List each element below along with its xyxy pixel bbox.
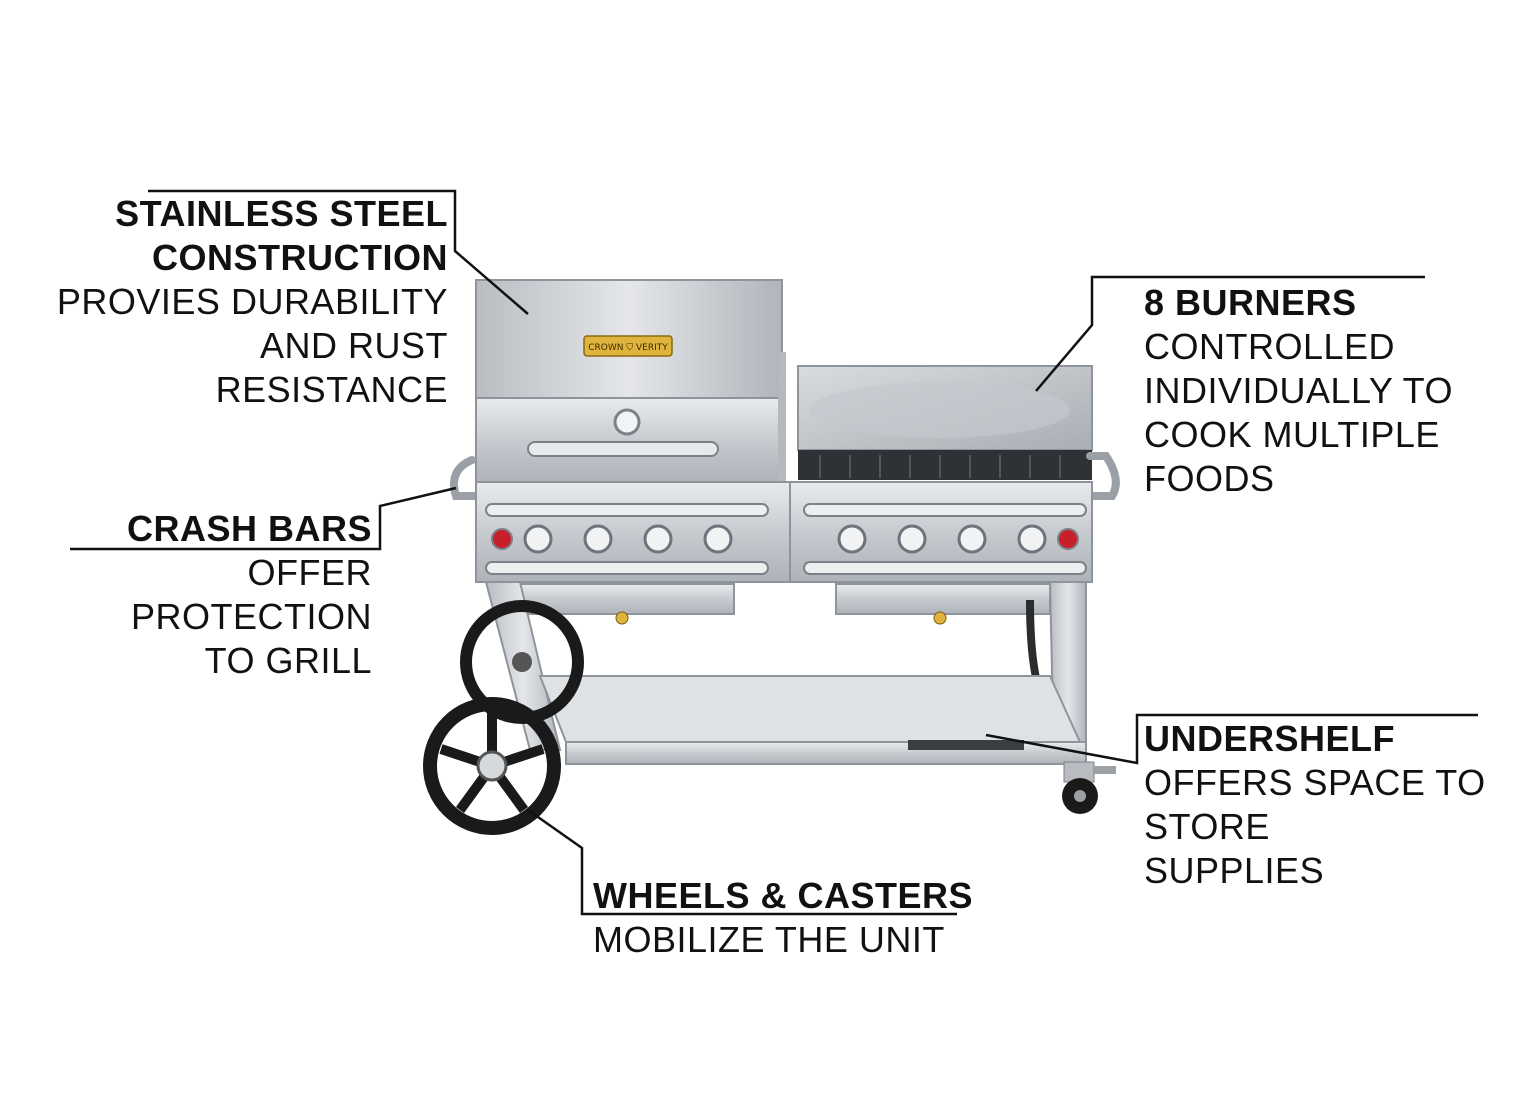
callout-text: OFFERS SPACE TO: [1144, 762, 1486, 803]
knob-icon: [897, 524, 927, 554]
callout-text: RESISTANCE: [215, 369, 448, 410]
griddle-top: [797, 365, 1093, 480]
thermometer-icon: [613, 408, 641, 436]
callout-text: PROVIES DURABILITY: [56, 281, 448, 322]
undershelf: [538, 675, 1087, 765]
callout-text: OFFER PROTECTION: [130, 552, 372, 637]
leader-line-burners: [1035, 275, 1425, 392]
knob-icon: [523, 524, 553, 554]
crash-bar: [803, 561, 1087, 575]
callout-heading: STAINLESS STEEL: [115, 193, 448, 234]
callout-heading: CONSTRUCTION: [152, 237, 448, 278]
front-wheel: [423, 697, 561, 835]
grill-hood: CROWN ⛉ VERITY: [475, 279, 786, 483]
left-side-handle: [450, 456, 480, 500]
callout-text: COOK MULTIPLE: [1144, 414, 1440, 455]
brand-plate: [583, 335, 673, 357]
knob-icon: [643, 524, 673, 554]
callout-text: FOODS: [1144, 458, 1275, 499]
callout-heading: 8 BURNERS: [1144, 282, 1357, 323]
brand-plate-text: CROWN ⛉ VERITY: [588, 343, 668, 353]
leader-line-wheels: [527, 808, 957, 916]
knob-icon: [1017, 524, 1047, 554]
callout-burners: 8 BURNERS CONTROLLED INDIVIDUALLY TO COO…: [1144, 281, 1453, 501]
knob-icon: [703, 524, 733, 554]
callout-text: SUPPLIES: [1144, 850, 1325, 891]
callout-text: CONTROLLED: [1144, 326, 1396, 367]
callout-heading: WHEELS & CASTERS: [593, 875, 974, 916]
hood-handle: [527, 441, 719, 457]
burner-knobs: [491, 524, 1079, 554]
crash-bar: [485, 503, 769, 517]
caster-wheel: [1062, 761, 1116, 814]
callout-stainless-steel: STAINLESS STEEL CONSTRUCTION PROVIES DUR…: [57, 192, 448, 412]
crash-bar: [803, 503, 1087, 517]
callout-text: STORE: [1144, 806, 1270, 847]
leader-line-undershelf: [985, 713, 1478, 765]
igniter-icon: [1057, 528, 1079, 550]
knob-icon: [837, 524, 867, 554]
igniter-icon: [491, 528, 513, 550]
right-side-handle: [1086, 452, 1120, 500]
crash-bar: [485, 561, 769, 575]
callout-text: TO GRILL: [204, 640, 372, 681]
leader-line-crash: [70, 486, 457, 551]
callout-text: AND RUST: [259, 325, 448, 366]
callout-heading: UNDERSHELF: [1144, 718, 1396, 759]
callout-heading: CRASH BARS: [126, 508, 372, 549]
knob-icon: [583, 524, 613, 554]
callout-undershelf: UNDERSHELF OFFERS SPACE TO STORE SUPPLIE…: [1144, 717, 1486, 893]
callout-text: MOBILIZE THE UNIT: [593, 919, 945, 960]
callout-wheels-casters: WHEELS & CASTERS MOBILIZE THE UNIT: [593, 874, 973, 962]
leader-line-stainless: [148, 189, 529, 315]
callout-crash-bars: CRASH BARS OFFER PROTECTION TO GRILL: [0, 507, 372, 683]
control-panel: [475, 481, 1093, 583]
callout-text: INDIVIDUALLY TO: [1144, 370, 1453, 411]
knob-icon: [957, 524, 987, 554]
